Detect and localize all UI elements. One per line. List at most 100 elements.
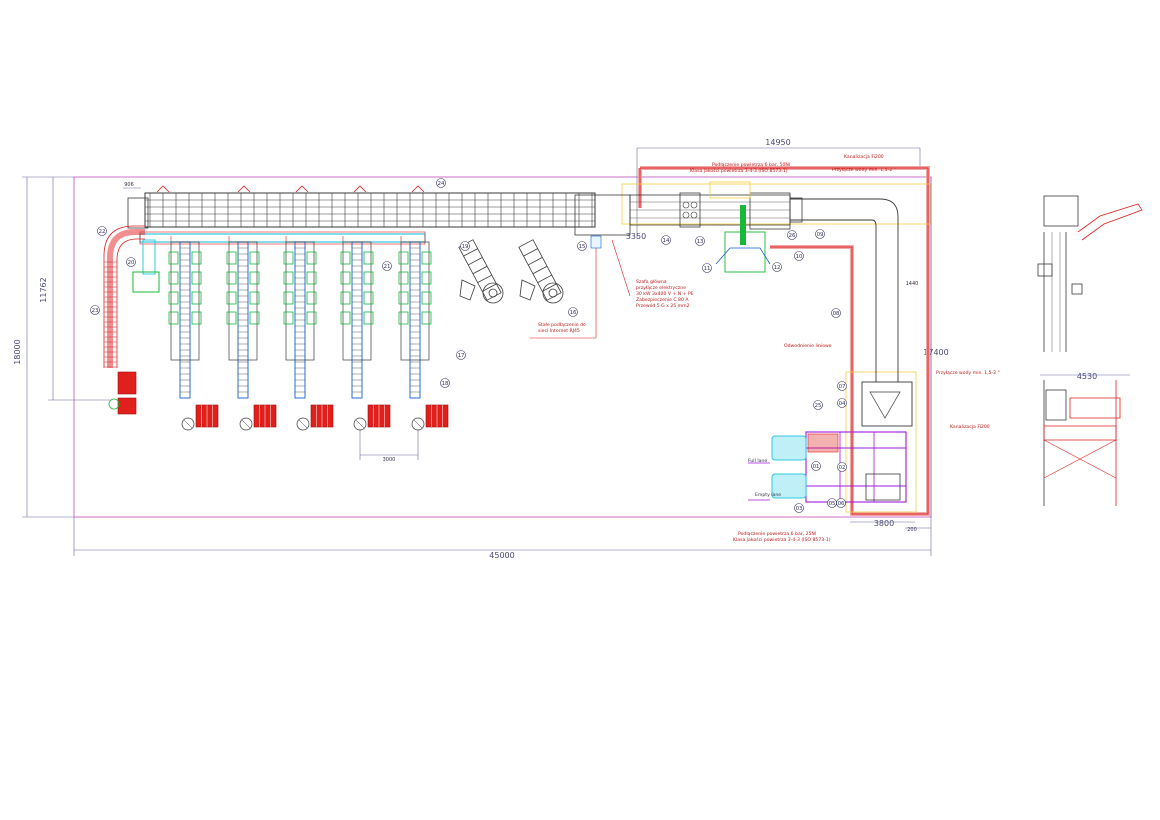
svg-text:20: 20 <box>128 260 135 266</box>
pallet-turntable <box>239 417 253 431</box>
balloon-09: 09 <box>815 229 825 239</box>
note-water-right: Przyłącze wody min. 1,5-2 " <box>936 370 1000 376</box>
svg-text:25: 25 <box>815 403 822 409</box>
balloon-04: 04 <box>837 398 847 408</box>
palletizer-lanes <box>108 236 449 431</box>
svg-text:23: 23 <box>92 308 99 314</box>
dim-corner: 200 <box>907 527 917 533</box>
pallet-turntable-mark <box>241 419 251 429</box>
lane-gripper <box>249 311 260 325</box>
balloon-15: 15 <box>577 241 587 251</box>
lane-gripper <box>283 291 294 305</box>
lane-gripper <box>283 271 294 285</box>
note-power-1: Szafa główna <box>636 278 667 285</box>
balloon-16: 16 <box>568 307 578 317</box>
lane-gripper <box>421 251 432 265</box>
return-conveyor <box>103 225 145 368</box>
svg-text:01: 01 <box>813 464 820 470</box>
svg-text:21: 21 <box>384 264 391 270</box>
balloon-11: 11 <box>702 263 712 273</box>
balloon-08: 08 <box>831 308 841 318</box>
lane-frame <box>228 241 258 361</box>
svg-text:18: 18 <box>442 381 449 387</box>
balloon-19: 19 <box>460 241 470 251</box>
pallet-turntable-mark <box>183 419 193 429</box>
lane-gripper <box>226 251 237 265</box>
svg-text:24: 24 <box>438 181 445 187</box>
balloon-21: 21 <box>382 261 392 271</box>
dim-gap-a: 3350 <box>626 232 646 241</box>
lane-gripper <box>306 271 317 285</box>
note-power-2: przyłącze elektryczne <box>636 285 686 291</box>
note-drain: Odwodnienie liniowe <box>784 343 832 349</box>
dim-gap-b: 1440 <box>906 281 919 287</box>
svg-text:10: 10 <box>796 254 803 260</box>
lane-gripper <box>421 291 432 305</box>
incline-conveyors <box>458 239 564 304</box>
lane-gripper <box>398 271 409 285</box>
note-air-top-1: Podłączenie powietrza 6 bar, 50Nl <box>712 162 790 168</box>
palletizer-lane-4 <box>340 236 391 431</box>
balloon-20: 20 <box>126 257 136 267</box>
balloons: 01 02 03 04 05 06 07 08 09 10 11 12 13 1… <box>90 178 847 513</box>
pallet-turntable-mark <box>355 419 365 429</box>
lane-gripper <box>191 291 202 305</box>
svg-text:13: 13 <box>697 239 704 245</box>
lane-gripper <box>191 251 202 265</box>
svg-text:19: 19 <box>462 244 469 250</box>
svg-text:16: 16 <box>570 310 577 316</box>
balloon-14: 14 <box>661 235 671 245</box>
svg-text:15: 15 <box>579 244 586 250</box>
robot-cell <box>709 181 771 273</box>
dim-right-height: 17400 <box>923 348 948 357</box>
lane-gripper <box>421 271 432 285</box>
palletizer-lane-1 <box>168 236 219 431</box>
dim-bottom-right: 3800 <box>874 519 894 528</box>
crate-stack <box>117 371 137 395</box>
main-cabinet <box>530 235 631 339</box>
pallet-turntable <box>108 398 120 410</box>
lane-gripper <box>168 251 179 265</box>
lane-gripper <box>398 311 409 325</box>
main-conveyor <box>127 192 803 236</box>
note-power-4: Zabezpieczenie C 80 A <box>636 297 689 303</box>
vertical-conveyor <box>790 198 913 427</box>
note-full-lane: Full lane <box>748 458 767 464</box>
lane-gripper <box>249 251 260 265</box>
conveyor-mounts <box>156 185 425 193</box>
lane-gripper <box>168 271 179 285</box>
note-empty-lane: Empty lane <box>755 492 781 498</box>
note-internet-1: Stałe podłączenie do <box>538 322 586 328</box>
lane-gripper <box>398 291 409 305</box>
lane-gripper <box>283 251 294 265</box>
note-power-3: 30 kW 3x400 V + N + PE <box>636 291 694 297</box>
balloon-10: 10 <box>794 251 804 261</box>
notes: Podłączenie powietrza 6 bar, 50Nl Klasa … <box>538 154 1000 543</box>
lane-gripper <box>363 291 374 305</box>
lane-gripper <box>363 251 374 265</box>
lane-gripper <box>340 251 351 265</box>
palletizer-lane-5 <box>398 236 449 431</box>
note-internet-2: sieci Internet RJ45 <box>538 328 580 334</box>
dim-overall-width: 18000 <box>13 339 22 364</box>
svg-text:14: 14 <box>663 238 670 244</box>
balloon-03: 03 <box>794 503 804 513</box>
pallet-turntable <box>181 417 195 431</box>
balloon-26: 26 <box>787 230 797 240</box>
lane-gripper <box>249 271 260 285</box>
lane-gripper <box>226 291 237 305</box>
note-water-top: Przyłącze wody min. 1,5-2 " <box>832 167 896 173</box>
pallet-turntable <box>411 417 425 431</box>
balloon-12: 12 <box>772 262 782 272</box>
svg-text:09: 09 <box>817 232 824 238</box>
balloon-07: 07 <box>837 381 847 391</box>
svg-text:26: 26 <box>789 233 796 239</box>
svg-text:07: 07 <box>839 384 846 390</box>
lane-gripper <box>421 311 432 325</box>
svg-text:06: 06 <box>838 501 845 507</box>
dimension-labels: 18000 11762 45000 14950 17400 906 3000 3… <box>13 138 1097 560</box>
lane-frame <box>170 241 200 361</box>
dim-side-width: 4530 <box>1077 372 1097 381</box>
dim-inner-width: 11762 <box>39 277 48 302</box>
